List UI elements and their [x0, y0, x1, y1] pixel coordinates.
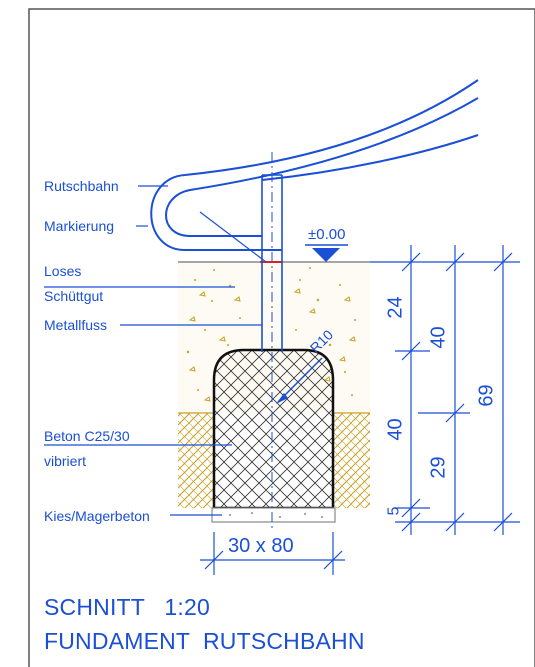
label-schuettgut: Schüttgut — [44, 288, 104, 304]
width-dimension-line — [200, 532, 345, 575]
dim-5: 5 — [385, 506, 403, 516]
concrete-foundation — [212, 348, 335, 510]
label-rutschbahn: Rutschbahn — [44, 178, 119, 194]
dim-40-upper: 40 — [427, 326, 450, 349]
label-leaders — [44, 185, 267, 516]
radius-leader — [277, 357, 323, 403]
slide-body — [150, 79, 479, 251]
level-marker-symbol — [305, 244, 348, 262]
dim-24: 24 — [384, 296, 407, 319]
label-loses: Loses — [44, 263, 82, 279]
dim-29: 29 — [427, 456, 450, 479]
vertical-dimension-lines — [370, 245, 520, 535]
existing-soil-hatch — [178, 412, 370, 508]
dim-40-lower: 40 — [384, 418, 407, 441]
dim-69: 69 — [475, 384, 498, 407]
title-line-1: SCHNITT 1:20 — [44, 594, 210, 620]
label-metallfuss: Metallfuss — [44, 317, 108, 333]
label-kies: Kies/Magerbeton — [44, 508, 150, 524]
dim-width: 30 x 80 — [228, 535, 294, 557]
level-label: ±0.00 — [308, 226, 346, 243]
title-line-2: FUNDAMENT RUTSCHBAHN — [44, 628, 365, 654]
label-beton: Beton C25/30 — [44, 428, 130, 444]
label-markierung: Markierung — [44, 218, 115, 234]
drawing-frame — [28, 8, 535, 667]
label-vibriert: vibriert — [44, 453, 87, 469]
gravel-base — [211, 507, 336, 523]
